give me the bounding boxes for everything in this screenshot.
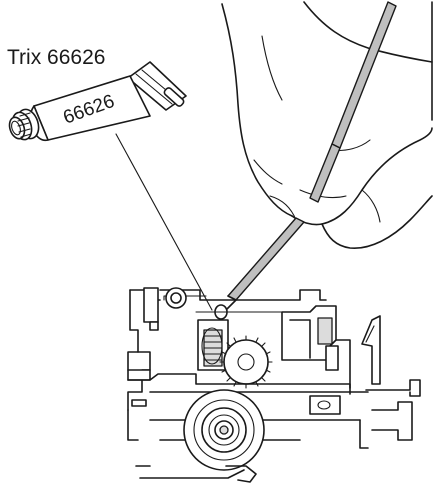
applicator-needle-icon (214, 1, 397, 320)
locomotive-chassis-icon (127, 287, 421, 483)
product-label: Trix 66626 (7, 46, 105, 69)
lubricant-tube-icon: 66626 (8, 61, 187, 142)
hand-icon (221, 1, 433, 249)
leader-line (115, 133, 213, 311)
